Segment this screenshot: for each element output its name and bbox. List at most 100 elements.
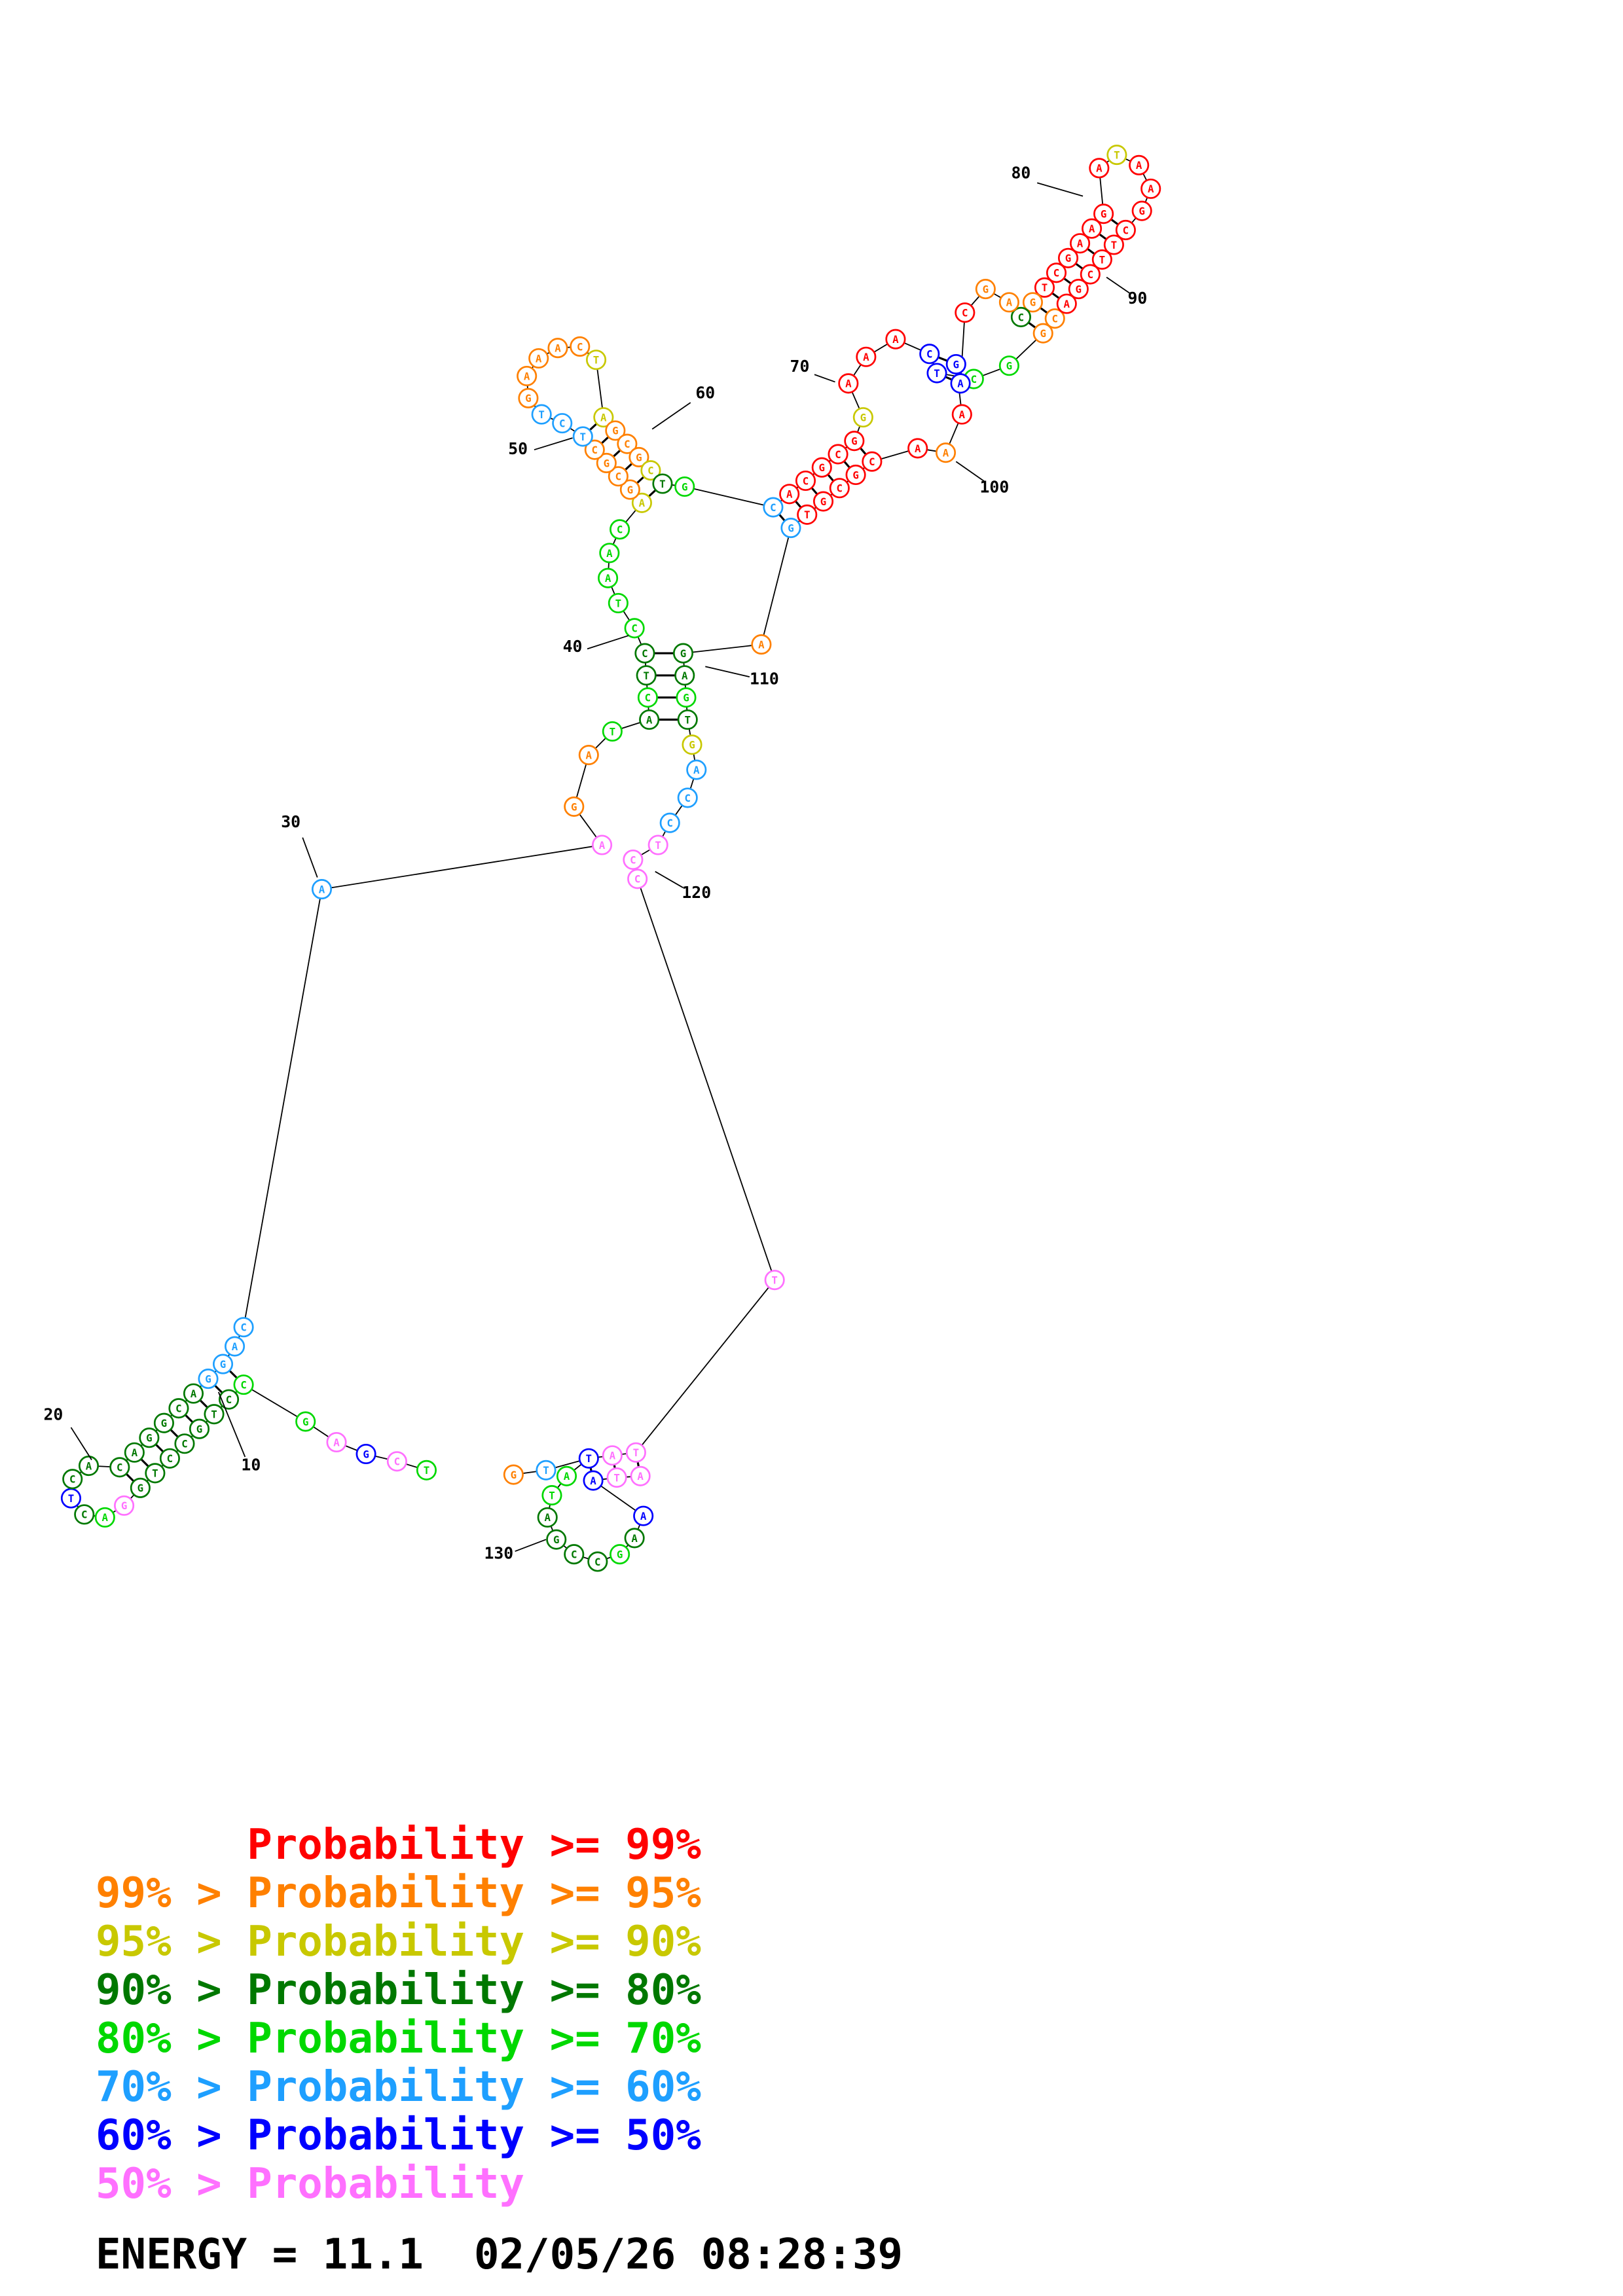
nucleotide: A	[1082, 218, 1103, 239]
position-label: 90	[1128, 289, 1148, 308]
nucleotide: C	[233, 1317, 254, 1338]
nucleotide-circle	[233, 1374, 254, 1395]
nucleotide-base: C	[181, 1438, 188, 1450]
nucleotide-circle	[295, 1411, 316, 1432]
nucleotide-base: T	[1042, 281, 1048, 294]
nucleotide: C	[218, 1389, 240, 1410]
nucleotide: C	[637, 687, 658, 708]
nucleotide: G	[518, 387, 539, 408]
nucleotide-base: A	[758, 638, 765, 651]
nucleotide: A	[751, 634, 772, 655]
nucleotide: A	[537, 1507, 558, 1528]
nucleotide: T	[652, 473, 673, 494]
nucleotide-circle	[608, 466, 629, 487]
nucleotide-circle	[682, 734, 702, 755]
nucleotide-circle	[531, 404, 552, 425]
nucleotide: G	[189, 1418, 210, 1439]
nucleotide-circle	[676, 687, 697, 708]
nucleotide-base: G	[205, 1372, 211, 1385]
nucleotide: C	[1010, 306, 1031, 327]
nucleotide-circle	[811, 457, 832, 478]
nucleotide: G	[610, 1544, 630, 1565]
nucleotide-base: C	[1123, 224, 1129, 236]
nucleotide-circle	[633, 1505, 654, 1526]
nucleotide-circle	[225, 1336, 246, 1357]
nucleotide-base: G	[363, 1448, 369, 1460]
nucleotide-circle	[634, 643, 655, 664]
nucleotide: A	[779, 484, 800, 505]
nucleotide: A	[578, 745, 599, 766]
nucleotide: G	[198, 1369, 219, 1390]
nucleotide-circle	[677, 709, 698, 730]
nucleotide: T	[764, 1270, 785, 1291]
nucleotide-circle	[1129, 154, 1150, 175]
nucleotide-base: C	[645, 692, 651, 704]
nucleotide-base: G	[220, 1358, 227, 1371]
nucleotide: A	[599, 543, 620, 564]
nucleotide-circle	[763, 497, 784, 518]
nucleotide: G	[619, 479, 640, 500]
nucleotide-base: C	[634, 873, 641, 886]
nucleotide-base: T	[655, 839, 661, 852]
probability-legend: Probability >= 99% 99% > Probability >= …	[96, 1821, 701, 2208]
nucleotide: A	[1129, 154, 1150, 175]
position-tick	[705, 666, 750, 678]
nucleotide-circle	[625, 1442, 646, 1463]
nucleotide-circle	[586, 350, 607, 370]
nucleotide: C	[233, 1374, 254, 1395]
nucleotide-base: A	[631, 1532, 638, 1545]
nucleotide: A	[630, 1465, 651, 1486]
nucleotide: C	[634, 643, 655, 664]
nucleotide-base: C	[869, 456, 875, 468]
nucleotide-base: C	[240, 1378, 247, 1391]
nucleotide-base: G	[1076, 283, 1082, 295]
nucleotide: A	[907, 438, 928, 459]
nucleotide-base: G	[627, 484, 634, 496]
nucleotide-circle	[528, 348, 549, 369]
nucleotide-circle	[779, 484, 800, 505]
nucleotide: G	[845, 464, 866, 486]
nucleotide-circle	[1093, 204, 1114, 224]
nucleotide: A	[547, 338, 568, 359]
nucleotide: C	[623, 849, 644, 870]
nucleotide-circle	[610, 1544, 630, 1565]
nucleotide: G	[1057, 247, 1079, 268]
nucleotide-base: G	[604, 457, 610, 469]
nucleotide-base: A	[555, 342, 561, 355]
nucleotide: T	[677, 709, 698, 730]
nucleotide: G	[780, 518, 801, 539]
nucleotide-base: C	[81, 1509, 88, 1521]
nucleotide-base: G	[683, 692, 689, 704]
nucleotide-circle	[1080, 264, 1101, 285]
nucleotide-circle	[74, 1504, 95, 1525]
nucleotide-circle	[114, 1495, 135, 1516]
backbone-segment	[243, 889, 323, 1327]
nucleotide-base: G	[525, 392, 532, 404]
nucleotide-base: G	[788, 522, 793, 534]
nucleotide-circle	[674, 665, 695, 686]
nucleotide: C	[159, 1448, 180, 1469]
nucleotide-circle	[677, 787, 698, 808]
nucleotide-base: A	[1096, 162, 1103, 175]
nucleotide-base: A	[232, 1340, 238, 1353]
backbone-segment	[636, 878, 776, 1280]
nucleotide-base: C	[175, 1403, 182, 1415]
nucleotide: T	[531, 404, 552, 425]
nucleotide-base: T	[580, 431, 586, 443]
nucleotide-base: G	[1101, 208, 1107, 221]
nucleotide-circle	[605, 420, 626, 441]
legend-row-p60: 70% > Probability >= 60%	[96, 2063, 701, 2111]
nucleotide-circle	[829, 478, 850, 499]
nucleotide-circle	[955, 302, 976, 323]
nucleotide-circle	[672, 643, 694, 664]
nucleotide-circle	[844, 431, 865, 452]
nucleotide: C	[795, 470, 816, 492]
nucleotide: C	[677, 787, 698, 808]
nucleotide-circle	[624, 618, 645, 639]
nucleotide: A	[856, 346, 877, 367]
nucleotide-base: A	[191, 1388, 197, 1400]
nucleotide-circle	[124, 1442, 145, 1463]
nucleotide-circle	[606, 1467, 627, 1488]
nucleotide-base: A	[86, 1460, 92, 1472]
